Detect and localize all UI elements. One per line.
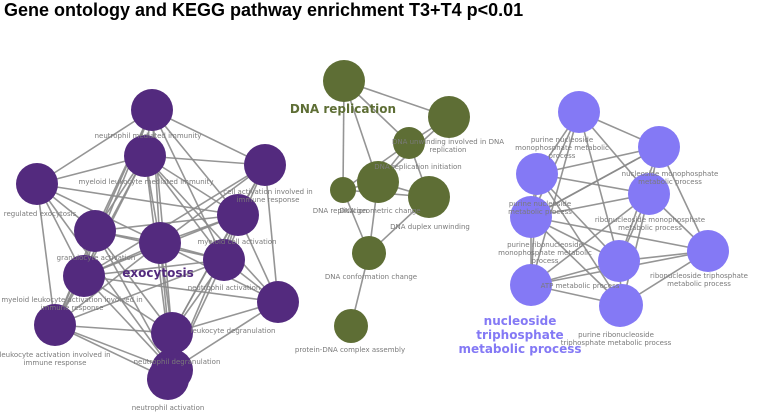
network-node-e5[interactable]	[74, 210, 116, 252]
network-node-e7[interactable]	[217, 194, 259, 236]
network-node-e6[interactable]	[139, 222, 181, 264]
network-node-n7[interactable]	[510, 264, 552, 306]
node-label: protein-DNA complex assembly	[295, 346, 405, 354]
network-node-e9[interactable]	[63, 255, 105, 297]
network-node-n1[interactable]	[558, 91, 600, 133]
network-node-e8[interactable]	[203, 239, 245, 281]
network-edge	[578, 111, 620, 262]
node-labels: neutrophil mediated immunity myeloid leuk…	[0, 132, 748, 412]
cluster-label-dna_replication: DNA replication	[290, 102, 396, 116]
network-edge	[264, 164, 279, 303]
node-label: regulated exocytosis	[4, 210, 77, 218]
network-node-n5[interactable]	[510, 196, 552, 238]
network-node-e1[interactable]	[131, 89, 173, 131]
network-edge	[83, 275, 173, 371]
node-label: myeloid cell activation	[197, 238, 276, 246]
network-node-n6[interactable]	[598, 240, 640, 282]
network-node-d3[interactable]	[393, 127, 425, 159]
network-edge	[94, 214, 239, 232]
network-node-e4[interactable]	[244, 144, 286, 186]
network-edge	[54, 242, 161, 326]
node-label: neutrophil activation	[132, 404, 205, 412]
node-label: neutrophil activation	[188, 284, 261, 292]
network-edge	[144, 155, 225, 261]
network-edge	[83, 259, 225, 277]
network-node-n2[interactable]	[638, 126, 680, 168]
network-edge	[171, 214, 239, 334]
network-node-e11[interactable]	[151, 312, 193, 354]
network-edge	[530, 216, 709, 252]
network-node-d7[interactable]	[352, 236, 386, 270]
node-label: neutrophil mediated immunity	[95, 132, 202, 140]
node-label: myeloid leukocyte activation involved in…	[1, 296, 142, 312]
node-label: neutrophil degranulation	[134, 358, 221, 366]
network-edge	[530, 111, 580, 286]
node-label: myeloid leukocyte mediated immunity	[79, 178, 214, 186]
network-node-n8[interactable]	[687, 230, 729, 272]
node-label: DNA replication	[313, 207, 368, 215]
node-label: DNA geometric change	[339, 207, 420, 215]
network-edge	[530, 193, 650, 286]
node-label: ATP metabolic process	[541, 282, 620, 290]
network-node-e10[interactable]	[257, 281, 299, 323]
network-edge	[36, 183, 56, 326]
node-label: leukocyte degranulation	[191, 327, 276, 335]
network-node-d4[interactable]	[357, 161, 399, 203]
node-label: DNA replication initiation	[374, 163, 462, 171]
network-nodes	[16, 60, 729, 400]
network-node-e2[interactable]	[124, 135, 166, 177]
network-edge	[151, 109, 225, 261]
network-node-n4[interactable]	[628, 173, 670, 215]
network-node-d8[interactable]	[334, 309, 368, 343]
cluster-label-exocytosis: exocytosis	[122, 266, 193, 280]
network-edge	[144, 155, 279, 303]
network-edge	[36, 109, 153, 185]
network-node-d1[interactable]	[323, 60, 365, 102]
network-node-n3[interactable]	[516, 153, 558, 195]
network-edge	[159, 164, 266, 244]
network-edge	[54, 259, 225, 326]
node-label: DNA duplex unwinding	[390, 223, 470, 231]
network-node-n10[interactable]	[599, 285, 641, 327]
network-node-d5[interactable]	[330, 177, 356, 203]
page-title: Gene ontology and KEGG pathway enrichmen…	[4, 0, 524, 20]
network-edge	[151, 109, 239, 216]
network-node-e12[interactable]	[34, 304, 76, 346]
network-edge	[530, 146, 660, 218]
network-edge	[536, 173, 623, 306]
network-node-d2[interactable]	[428, 96, 470, 138]
node-label: DNA conformation change	[325, 273, 417, 281]
node-label: granulocyte activation	[57, 254, 136, 262]
network-node-e14[interactable]	[147, 358, 189, 400]
network-node-e3[interactable]	[16, 163, 58, 205]
network-edge	[83, 275, 279, 303]
network-node-d6[interactable]	[408, 176, 450, 218]
